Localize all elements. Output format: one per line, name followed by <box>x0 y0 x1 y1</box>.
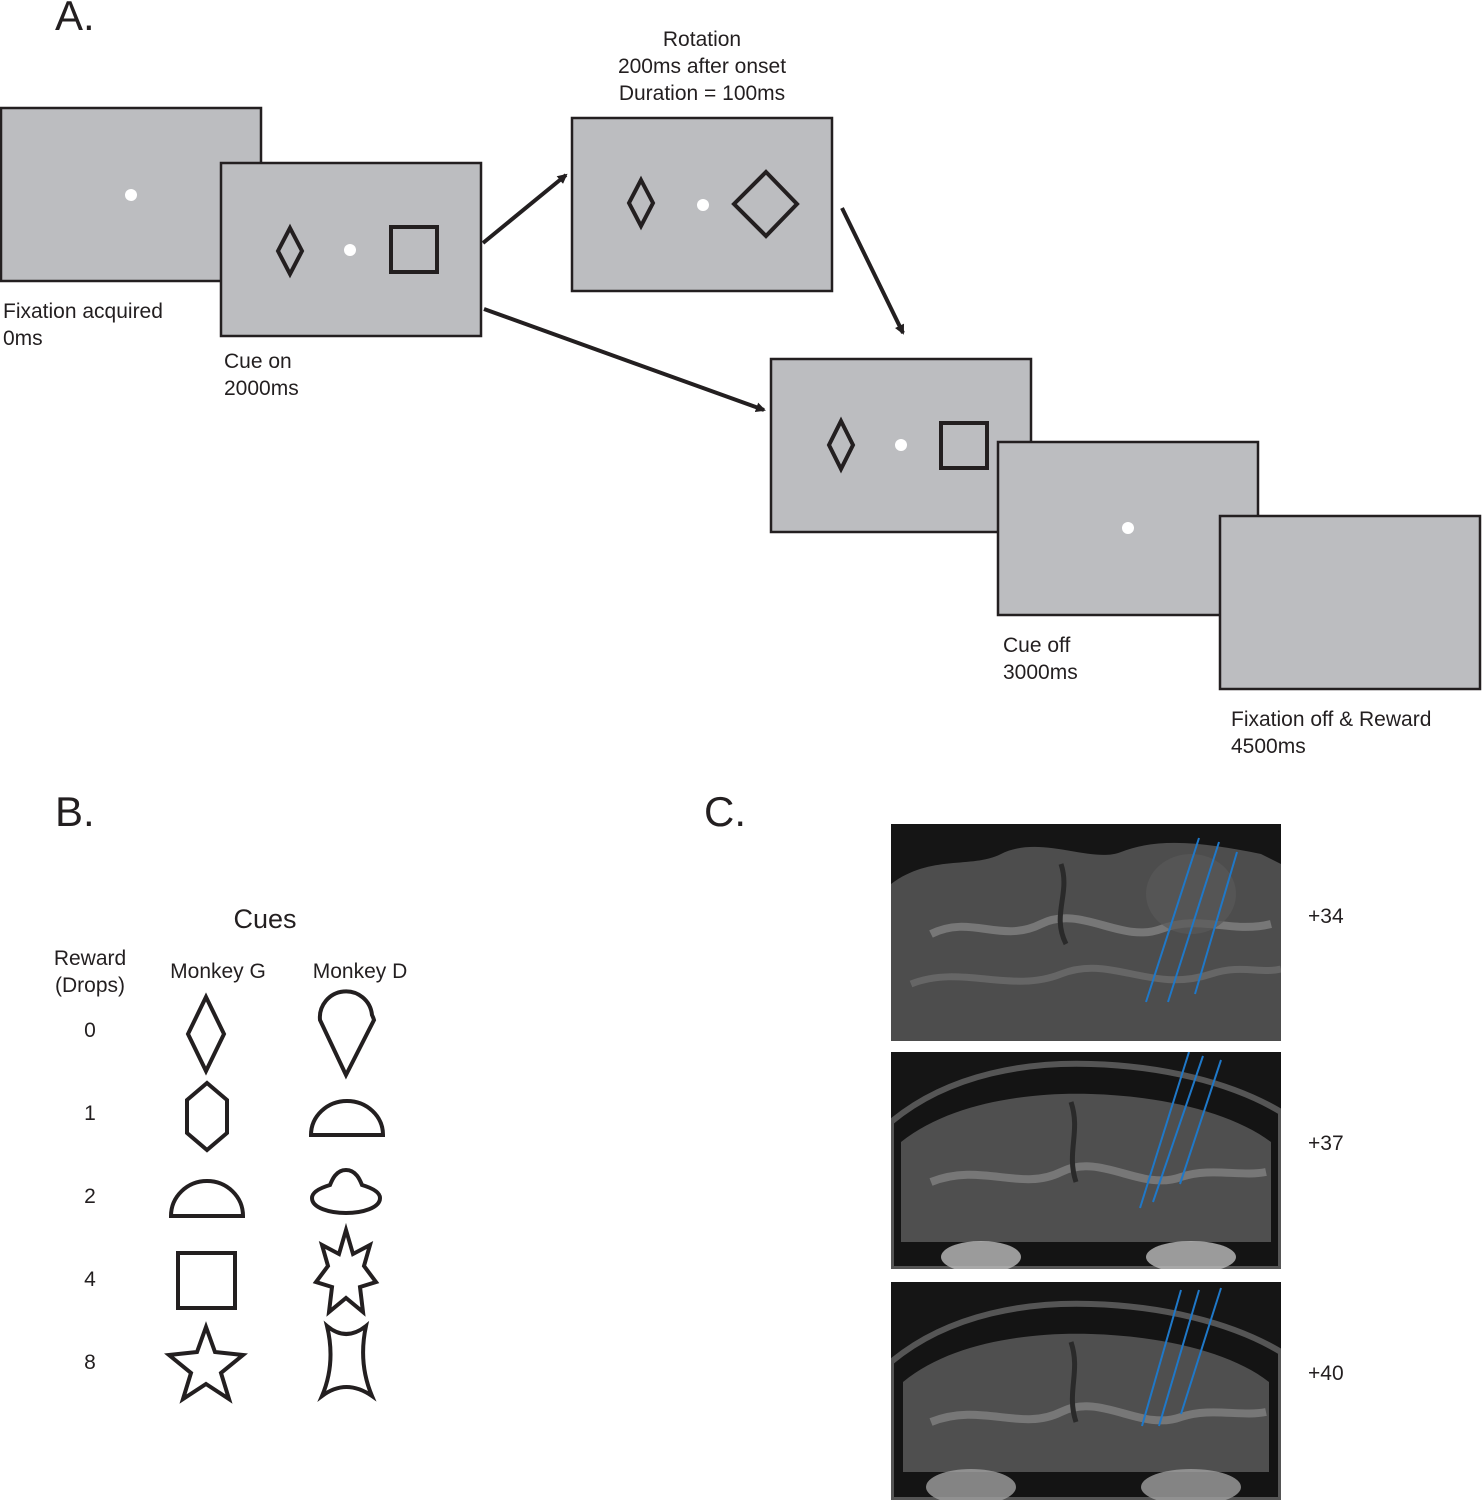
electrode-track-line <box>1139 1052 1190 1209</box>
diamond-icon <box>185 992 227 1076</box>
rotation-caption-line: Duration = 100ms <box>618 82 786 105</box>
square-icon <box>176 1251 237 1310</box>
reward-value: 2 <box>84 1185 96 1208</box>
diamond-cue-icon <box>626 175 656 231</box>
electrode-track-line <box>1152 1055 1204 1203</box>
reward-value: 4 <box>84 1268 96 1291</box>
electrode-track-line <box>1167 841 1220 1003</box>
caption-time: 3000ms <box>1003 661 1078 684</box>
reward-value: 0 <box>84 1019 96 1042</box>
caption-time: 4500ms <box>1231 735 1306 758</box>
diamond-cue-icon <box>275 223 305 279</box>
fixation-dot <box>344 244 356 256</box>
caption-reward: Fixation off & Reward 4500ms <box>1231 706 1431 760</box>
cues-title: Cues <box>233 904 297 934</box>
caption-cue-on: Cue on 2000ms <box>224 348 299 402</box>
caption-time: 2000ms <box>224 377 299 400</box>
star-icon <box>164 1321 248 1404</box>
slice-label: +37 <box>1308 1132 1344 1155</box>
panel-c-label: C. <box>704 788 746 835</box>
mri-slice-2 <box>891 1052 1281 1269</box>
screen-cue-on <box>219 161 483 338</box>
slice-label: +34 <box>1308 905 1344 928</box>
electrode-track-line <box>1194 851 1238 995</box>
caption-fixation-acquired: Fixation acquired 0ms <box>3 298 163 352</box>
half-circle-icon <box>168 1179 246 1218</box>
fixation-dot <box>697 199 709 211</box>
reward-header: Reward (Drops) <box>30 945 150 999</box>
arrow-from-rotation <box>840 207 905 335</box>
arrow-to-unrotated <box>483 307 766 412</box>
screen-reward <box>1218 514 1482 691</box>
mri-slice-3 <box>891 1282 1281 1500</box>
panel-a-label: A. <box>55 0 95 39</box>
fixation-dot <box>1122 522 1134 534</box>
column-header-monkey-d: Monkey D <box>312 960 408 983</box>
cone-icon <box>317 989 377 1080</box>
reward-value: 1 <box>84 1102 96 1125</box>
hexagon-icon <box>185 1080 229 1153</box>
cue-shapes-table <box>164 989 386 1404</box>
arrow-to-rotation <box>481 173 568 245</box>
reward-header-line: Reward <box>53 947 127 970</box>
screen-rotation <box>570 116 834 293</box>
diamond-cue-icon <box>826 416 856 474</box>
caption-time: 0ms <box>3 327 43 350</box>
slice-label: +40 <box>1308 1362 1344 1385</box>
column-header-monkey-g: Monkey G <box>170 960 266 983</box>
caption-cue-off: Cue off 3000ms <box>1003 632 1078 686</box>
hat-icon <box>309 1167 383 1216</box>
fixation-dot <box>125 189 137 201</box>
electrode-track-line <box>1180 1287 1222 1415</box>
electrode-track-line <box>1158 1289 1200 1427</box>
mri-slice-image <box>891 1052 1281 1269</box>
caption-line: Fixation off & Reward <box>1231 708 1432 731</box>
square-cue-icon <box>939 421 989 470</box>
electrode-track-line <box>1141 1289 1182 1427</box>
burst-star-icon <box>312 1222 380 1317</box>
screen-fixation-acquired <box>0 106 263 283</box>
rotation-caption-line: Rotation <box>662 28 742 51</box>
fixation-dot <box>895 439 907 451</box>
caption-line: Cue off <box>1003 634 1071 657</box>
caption-line: Cue on <box>224 350 292 373</box>
screen-cue-unrotated <box>769 357 1033 534</box>
rotated-square-cue-icon <box>731 169 800 239</box>
caption-line: Fixation acquired <box>3 300 163 323</box>
screen-cue-off <box>996 440 1260 617</box>
electrode-track-line <box>1145 837 1200 1003</box>
square-cue-icon <box>389 225 439 274</box>
rotation-caption-line: 200ms after onset <box>617 55 787 78</box>
task-timeline-diagram <box>0 106 1482 691</box>
mri-slice-1 <box>891 824 1281 1041</box>
reward-value: 8 <box>84 1351 96 1374</box>
half-circle-icon <box>308 1099 386 1137</box>
electrode-track-line <box>1179 1059 1222 1185</box>
panel-b-label: B. <box>55 788 95 835</box>
concave-shape-icon <box>317 1320 377 1403</box>
rotation-caption: Rotation 200ms after onset Duration = 10… <box>582 26 822 107</box>
mri-slice-image <box>891 1282 1281 1500</box>
reward-header-line: (Drops) <box>54 974 125 997</box>
mri-slice-image <box>891 824 1281 1041</box>
